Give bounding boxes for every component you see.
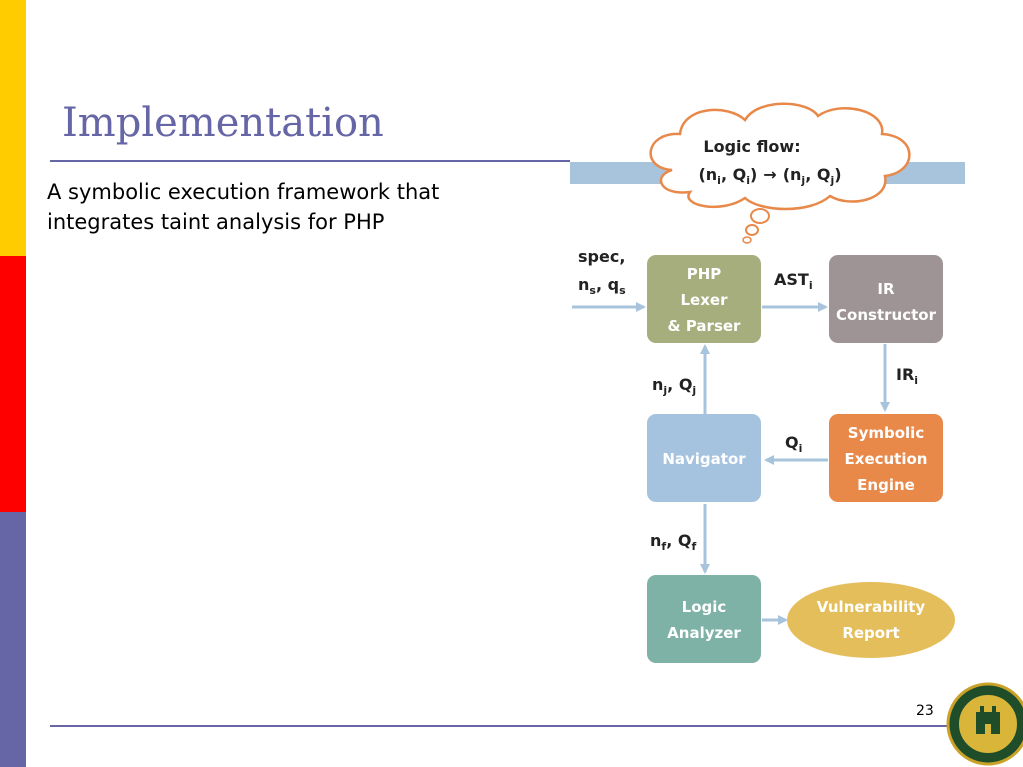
php-lexer-parser-box: PHP Lexer & Parser (647, 255, 761, 343)
slide-body-text: A symbolic execution framework that inte… (47, 177, 567, 237)
footer-divider (50, 725, 950, 727)
svg-text:Symbolic: Symbolic (848, 424, 924, 442)
svg-text:Execution: Execution (845, 450, 928, 468)
svg-text:PHP: PHP (687, 265, 722, 283)
title-divider (50, 160, 570, 162)
navigator-box: Navigator (647, 414, 761, 502)
svg-text:Lexer: Lexer (681, 291, 729, 309)
edge-label-ast: ASTi (774, 270, 813, 292)
input-line-1: spec, (578, 247, 625, 266)
ir-constructor-box: IR Constructor (829, 255, 943, 343)
svg-text:Logic: Logic (682, 598, 727, 616)
svg-text:Constructor: Constructor (836, 306, 937, 324)
svg-text:IR: IR (877, 280, 895, 298)
svg-text:Report: Report (842, 624, 899, 642)
input-label: spec, ns, qs (578, 247, 626, 297)
svg-text:& Parser: & Parser (668, 317, 742, 335)
input-line-2: ns, qs (578, 275, 626, 297)
svg-text:Analyzer: Analyzer (667, 624, 741, 642)
bubble-line-2: (ni, Qi)→(nj, Qj) (698, 165, 841, 187)
diagram-arrows (572, 302, 890, 625)
logic-flow-bubble: Logic flow: (ni, Qi)→(nj, Qj) (649, 102, 911, 244)
edge-label-ir: IRi (896, 365, 918, 387)
slide-title: Implementation (62, 100, 384, 146)
svg-text:Vulnerability: Vulnerability (817, 598, 926, 616)
symbolic-execution-engine-box: Symbolic Execution Engine (829, 414, 943, 502)
accent-bar-red (0, 256, 26, 512)
body-line-1: A symbolic execution framework that (47, 180, 440, 204)
vulnerability-report-ellipse: Vulnerability Report (787, 582, 955, 658)
edge-label-nj: nj, Qj (652, 375, 696, 397)
svg-text:Engine: Engine (857, 476, 915, 494)
accent-bar-purple (0, 512, 26, 767)
logic-analyzer-box: Logic Analyzer (647, 575, 761, 663)
college-seal-logo (946, 682, 1023, 766)
edge-label-nf: nf, Qf (650, 531, 696, 553)
edge-label-q: Qi (785, 433, 802, 455)
accent-bar-yellow (0, 0, 26, 256)
page-number: 23 (916, 703, 934, 719)
bubble-line-1: Logic flow: (703, 137, 800, 156)
svg-text:Navigator: Navigator (662, 450, 746, 468)
body-line-2: integrates taint analysis for PHP (47, 210, 385, 234)
